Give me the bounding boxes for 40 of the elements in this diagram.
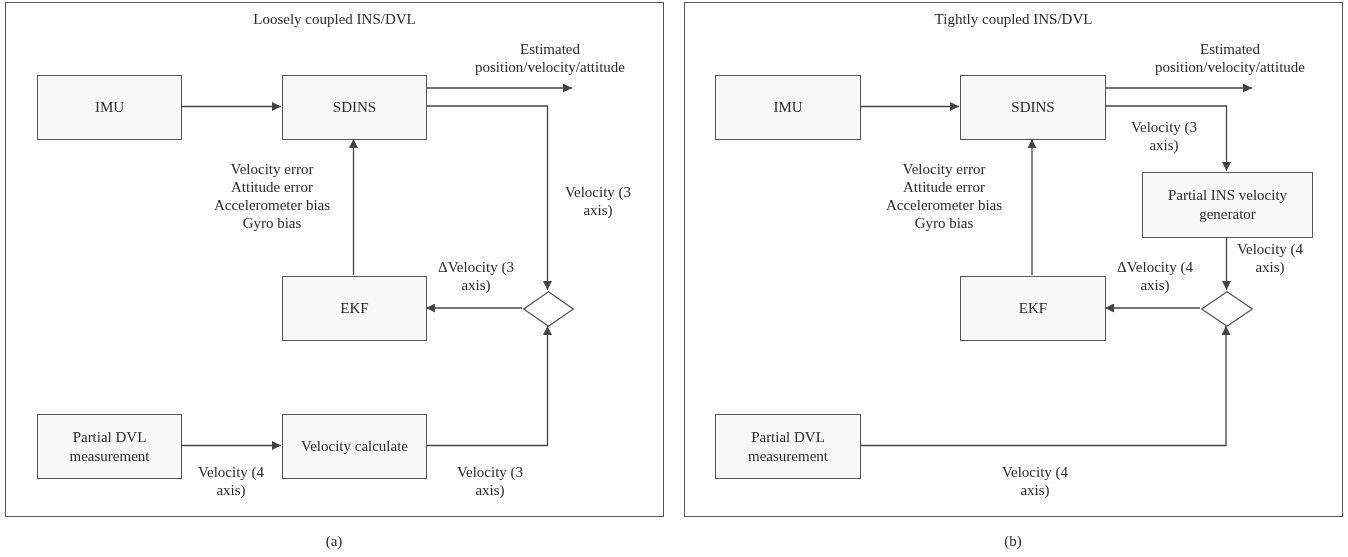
process-box [282,75,427,140]
box-label: SDINS [332,98,377,117]
arrow [425,325,552,447]
process-box [960,75,1106,140]
process-box [1142,172,1313,238]
arrow [1104,83,1253,93]
arrow [425,303,523,313]
arrow [1104,105,1231,172]
box-label: Partial INS velocity generator [1166,186,1289,224]
box-label: EKF [1018,299,1048,318]
panel-frame [684,2,1343,517]
arrow [425,105,552,291]
panel-caption: (b) [1004,533,1022,549]
arrow [859,102,960,111]
arrow [180,441,282,450]
box-label: SDINS [1011,98,1055,117]
box-label: EKF [340,299,369,318]
arrow [859,325,1231,447]
box-label: Velocity calculate [301,437,408,456]
box-label: Partial DVL measurement [747,427,829,466]
process-box [37,414,182,479]
panel-caption: (a) [325,533,343,549]
process-box [960,276,1106,341]
process-box [715,75,861,140]
panel-title: Loosely coupled INS/DVL [253,11,416,28]
process-box [715,414,861,479]
arrow [1104,303,1201,313]
box-label: IMU [94,98,125,117]
arrow [180,102,282,111]
panel-frame [5,2,664,517]
arrow [1027,138,1037,276]
process-box [282,414,427,479]
arrow [425,83,573,93]
panel-title: Tightly coupled INS/DVL [934,11,1093,28]
process-box [282,276,427,341]
arrow [349,138,358,276]
arrow [1222,236,1231,291]
box-label: IMU [773,98,803,117]
process-box [37,75,182,140]
box-label: Partial DVL measurement [68,427,151,466]
